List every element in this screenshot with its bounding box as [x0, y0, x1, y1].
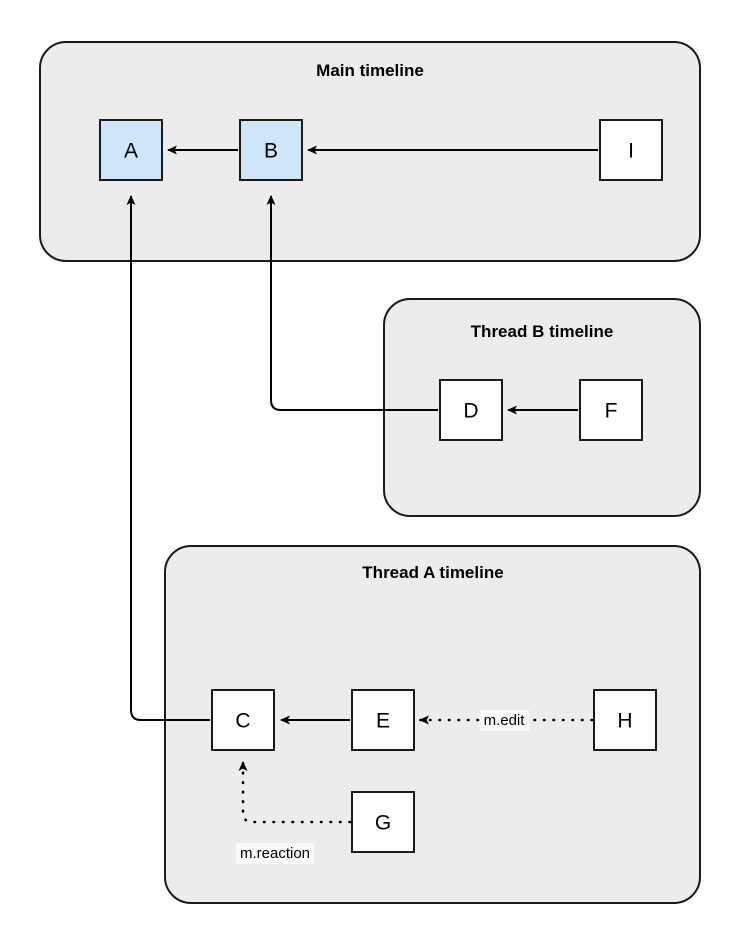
- event-node-A[interactable]: A: [99, 119, 163, 181]
- node-box: [599, 119, 663, 181]
- group-box: [39, 41, 701, 262]
- edge-label-backdrop: [235, 843, 315, 864]
- event-node-G[interactable]: G: [351, 791, 415, 853]
- group-box: [164, 545, 701, 904]
- nodes: A B I D F C E H G: [99, 119, 663, 853]
- node-box: [439, 379, 503, 441]
- node-label: C: [235, 710, 250, 733]
- group-box: [383, 298, 701, 517]
- group-title: Main timeline: [316, 61, 424, 80]
- event-node-I[interactable]: I: [599, 119, 663, 181]
- node-box: [351, 791, 415, 853]
- node-box: [99, 119, 163, 181]
- event-node-B[interactable]: B: [239, 119, 303, 181]
- node-box: [593, 689, 657, 751]
- node-label: D: [463, 400, 478, 423]
- edge-label-backdrop: [479, 710, 530, 731]
- node-label: I: [628, 140, 634, 163]
- node-box: [579, 379, 643, 441]
- node-label: G: [375, 812, 391, 835]
- edge-d-to-b: [266, 195, 438, 411]
- group-title: Thread A timeline: [362, 563, 503, 582]
- event-node-D[interactable]: D: [439, 379, 503, 441]
- edge-c-to-a: [126, 195, 210, 721]
- edge-label-h-to-e: m.edit: [479, 710, 530, 731]
- event-node-F[interactable]: F: [579, 379, 643, 441]
- node-label: B: [264, 140, 278, 163]
- node-box: [211, 689, 275, 751]
- group-title: Thread B timeline: [471, 322, 614, 341]
- timeline-group-main[interactable]: Main timeline: [39, 41, 701, 262]
- edge-g-to-c: [238, 760, 352, 824]
- edge-label-text: m.edit: [484, 712, 526, 729]
- node-label: F: [605, 400, 618, 423]
- timeline-group-threada[interactable]: Thread A timeline: [164, 545, 701, 904]
- node-label: E: [376, 710, 390, 733]
- edges: [126, 145, 598, 824]
- edge-labels: m.edit m.reaction: [235, 710, 530, 864]
- node-box: [239, 119, 303, 181]
- node-label: A: [124, 140, 138, 163]
- timeline-group-threadb[interactable]: Thread B timeline: [383, 298, 701, 517]
- event-node-H[interactable]: H: [593, 689, 657, 751]
- node-label: H: [617, 710, 632, 733]
- event-node-C[interactable]: C: [211, 689, 275, 751]
- event-node-E[interactable]: E: [351, 689, 415, 751]
- edge-label-g-to-c: m.reaction: [235, 843, 315, 864]
- edge-label-text: m.reaction: [240, 845, 310, 862]
- node-box: [351, 689, 415, 751]
